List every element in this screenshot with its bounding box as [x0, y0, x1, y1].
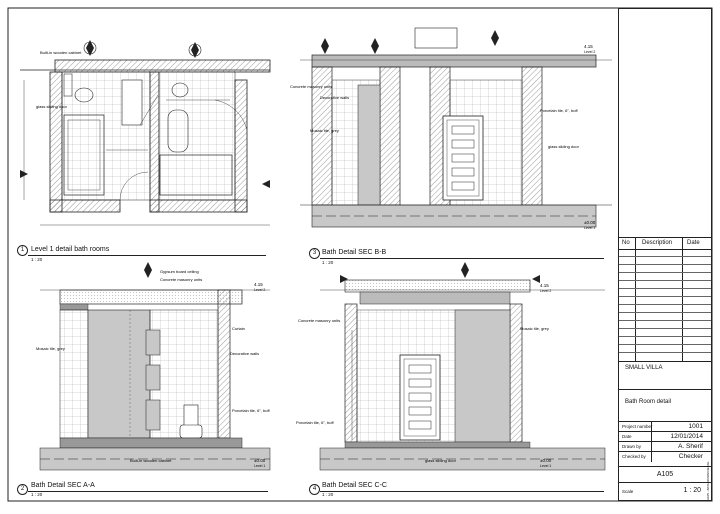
side-stamp: A105 - BATH ROOM DETAIL	[706, 461, 710, 500]
section-cc-view	[319, 262, 606, 471]
note-aa-masonry: Concrete masonry units	[160, 277, 202, 282]
level-aa-top-sub: Level 2	[254, 288, 265, 292]
note-bb-porcelain: Porcelain tile, 6", buff	[540, 108, 578, 113]
rev-header-no: No	[622, 240, 630, 246]
note-aa-builtin: Built-in wooden cabinet	[130, 458, 172, 463]
note-aa-gypsum: Gypsum board ceiling	[160, 269, 199, 274]
view-title-3: Bath Detail SEC B-B	[322, 249, 387, 256]
view-title-4: Bath Detail SEC C-C	[322, 482, 387, 489]
note-aa-mosaic: Mosaic tile, grey	[36, 346, 65, 351]
info-row-project-number: Project number 1001	[619, 421, 711, 432]
level-bb-bot-sub: Level 1	[584, 226, 595, 230]
row-divider	[651, 452, 652, 462]
view-title-1: Level 1 detail bath rooms	[31, 246, 110, 253]
view-scale-1: 1 : 20	[31, 257, 43, 262]
info-value: 12/01/2014	[670, 433, 703, 440]
level-cc-bot: ±0.00	[540, 458, 552, 463]
info-label: Drawn by	[622, 444, 642, 449]
rev-row-line	[619, 288, 711, 289]
rev-header-description: Description	[642, 240, 673, 246]
note-cc-porcelain: Porcelain tile, 6", buff	[296, 420, 334, 425]
rev-row-line	[619, 304, 711, 305]
info-row-checked-by: Checked by Checker	[619, 451, 711, 462]
view-title-underline-3	[320, 258, 604, 259]
rev-row-line	[619, 296, 711, 297]
view-scale-4: 1 : 20	[322, 492, 334, 497]
note-bb-masonry: Concrete masonry units	[290, 84, 332, 89]
view-scale-3: 1 : 20	[322, 260, 334, 265]
rev-row-line	[619, 336, 711, 337]
rev-row-line	[619, 272, 711, 273]
level-bb-top: 4.15	[584, 44, 593, 49]
rev-table-bottom	[619, 361, 711, 362]
view-title-underline-2	[28, 491, 268, 492]
plan-view	[20, 40, 271, 226]
view-number-1: 1	[17, 245, 28, 256]
row-divider	[651, 422, 652, 432]
info-label: Date	[622, 434, 632, 439]
info-label: Checked by	[622, 454, 646, 459]
row-divider	[651, 432, 652, 442]
info-row-date: Date 12/01/2014	[619, 431, 711, 442]
info-value: 1001	[688, 423, 703, 430]
view-scale-2: 1 : 20	[31, 492, 43, 497]
scale-label: Scale	[622, 489, 634, 494]
project-name: SMALL VILLA	[625, 365, 663, 371]
level-cc-top-sub: Level 2	[540, 289, 551, 293]
rev-row-line	[619, 344, 711, 345]
note-bb-glass: glass sliding door	[548, 144, 580, 149]
rev-row-line	[619, 328, 711, 329]
view-number-3: 3	[309, 248, 320, 259]
level-aa-bot-sub: Level 1	[254, 464, 265, 468]
level-aa-top: 4.15	[254, 282, 263, 287]
rev-header-date: Date	[687, 240, 700, 246]
info-label: Project number	[622, 424, 653, 429]
note-cc-glass: glass sliding door	[425, 458, 457, 463]
level-cc-top: 4.15	[540, 283, 549, 288]
section-bb-view	[300, 27, 612, 228]
rev-divider	[682, 237, 683, 361]
rev-row-line	[619, 352, 711, 353]
level-aa-bot: ±0.00	[254, 458, 266, 463]
note-plan-builtin: Built-in wooden cabinet	[40, 50, 82, 55]
rev-row-line	[619, 280, 711, 281]
rev-row-line	[619, 312, 711, 313]
rev-divider	[635, 237, 636, 361]
note-bb-decorative: Decorative walls	[320, 95, 349, 100]
view-title-underline-4	[320, 491, 604, 492]
rev-row-line	[619, 256, 711, 257]
note-cc-mosaic: Mosaic tile, grey	[520, 326, 549, 331]
view-title-2: Bath Detail SEC A-A	[31, 482, 95, 489]
note-aa-porcelain: Porcelain tile, 6", buff	[232, 408, 270, 413]
title-divider	[619, 389, 711, 390]
info-value: Checker	[678, 453, 703, 460]
view-number-2: 2	[17, 484, 28, 495]
rev-row-line	[619, 320, 711, 321]
row-divider	[651, 442, 652, 452]
info-row-drawn-by: Drawn by A. Sherif	[619, 441, 711, 452]
note-cc-masonry: Concrete masonry units	[298, 318, 340, 323]
view-title-underline-1	[28, 255, 266, 256]
title-block: No Description Date SMALL VILLA Bath Roo…	[618, 8, 712, 501]
note-plan-glass: glass sliding door	[36, 104, 68, 109]
scale-row: Scale 1 : 20	[619, 482, 711, 501]
view-number-4: 4	[309, 484, 320, 495]
level-bb-bot: ±0.00	[584, 220, 596, 225]
level-cc-bot-sub: Level 1	[540, 464, 551, 468]
note-bb-mosaic: Mosaic tile, grey	[310, 128, 339, 133]
level-bb-top-sub: Level 2	[584, 50, 595, 54]
note-aa-decorative: Decorative walls	[230, 351, 259, 356]
note-aa-curtain: Curtain	[232, 326, 245, 331]
rev-row-line	[619, 264, 711, 265]
scale-value: 1 : 20	[683, 487, 701, 494]
revision-table-header: No Description Date	[619, 237, 711, 250]
section-aa-view	[39, 262, 271, 471]
sheet-name: Bath Room detail	[625, 399, 672, 405]
info-value: A. Sherif	[678, 443, 703, 450]
sheet-number: A105	[619, 466, 711, 483]
side-stamp-text: A105 - BATH ROOM DETAIL	[706, 461, 710, 500]
